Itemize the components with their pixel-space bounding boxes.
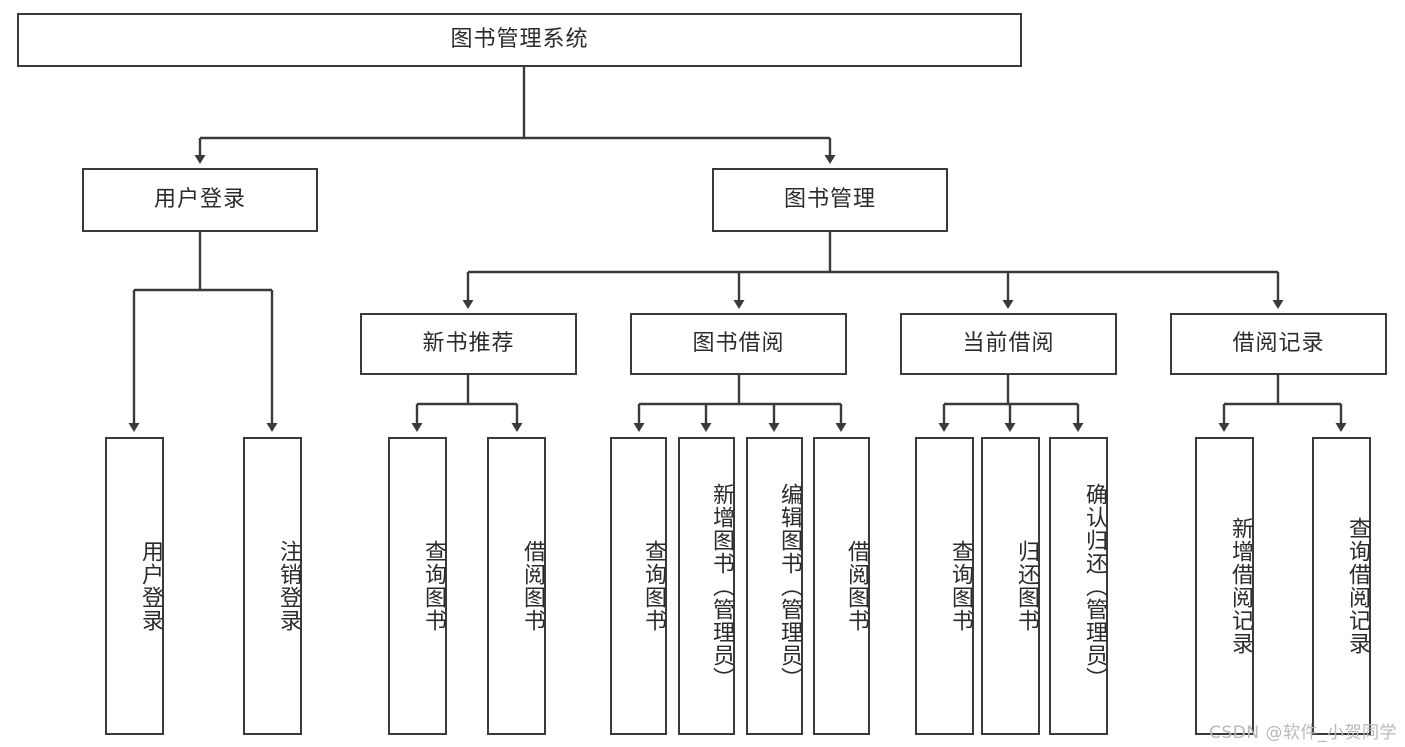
node-book-management-label: 图书管理 [783, 186, 876, 212]
node-new-book-recommend-label: 新书推荐 [422, 330, 515, 356]
node-current-borrow[interactable]: 当前借阅 [900, 313, 1117, 375]
node-borrow-record[interactable]: 借阅记录 [1170, 313, 1387, 375]
node-leaf-logout[interactable]: 注销登录 [243, 437, 302, 735]
node-book-borrow[interactable]: 图书借阅 [630, 313, 847, 375]
node-root-label: 图书管理系统 [450, 26, 589, 52]
node-leaf-return-book-label: 归还图书 [1014, 540, 1039, 632]
node-leaf-add-book-label: 新增图书（管理员） [709, 482, 734, 690]
node-leaf-borrow-book-rec-label: 借阅图书 [520, 540, 545, 632]
watermark: CSDN @软件_小贺同学 [1209, 723, 1397, 743]
node-leaf-query-record-label: 查询借阅记录 [1345, 517, 1370, 655]
node-root[interactable]: 图书管理系统 [17, 13, 1022, 67]
node-user-login-label: 用户登录 [153, 186, 246, 212]
node-leaf-logout-label: 注销登录 [276, 540, 301, 632]
node-leaf-confirm-return[interactable]: 确认归还（管理员） [1049, 437, 1108, 735]
node-leaf-add-record[interactable]: 新增借阅记录 [1195, 437, 1254, 735]
node-leaf-query-book-current[interactable]: 查询图书 [915, 437, 974, 735]
node-leaf-edit-book[interactable]: 编辑图书（管理员） [746, 437, 803, 735]
node-leaf-query-book-current-label: 查询图书 [948, 540, 973, 632]
node-current-borrow-label: 当前借阅 [962, 330, 1055, 356]
node-leaf-borrow-book[interactable]: 借阅图书 [813, 437, 870, 735]
node-leaf-borrow-book-rec[interactable]: 借阅图书 [487, 437, 546, 735]
node-leaf-user-login-label: 用户登录 [138, 540, 163, 632]
node-user-login[interactable]: 用户登录 [82, 168, 318, 232]
node-leaf-query-record[interactable]: 查询借阅记录 [1312, 437, 1371, 735]
node-leaf-user-login[interactable]: 用户登录 [105, 437, 164, 735]
node-book-borrow-label: 图书借阅 [692, 330, 785, 356]
node-leaf-query-book-borrow[interactable]: 查询图书 [610, 437, 667, 735]
node-leaf-query-book-rec-label: 查询图书 [421, 540, 446, 632]
node-borrow-record-label: 借阅记录 [1232, 330, 1325, 356]
node-leaf-query-book-borrow-label: 查询图书 [641, 540, 666, 632]
node-leaf-query-book-rec[interactable]: 查询图书 [388, 437, 447, 735]
node-leaf-confirm-return-label: 确认归还（管理员） [1082, 482, 1107, 690]
node-new-book-recommend[interactable]: 新书推荐 [360, 313, 577, 375]
node-book-management[interactable]: 图书管理 [712, 168, 948, 232]
node-leaf-borrow-book-label: 借阅图书 [844, 540, 869, 632]
node-leaf-return-book[interactable]: 归还图书 [981, 437, 1040, 735]
node-leaf-edit-book-label: 编辑图书（管理员） [777, 482, 802, 690]
node-leaf-add-book[interactable]: 新增图书（管理员） [678, 437, 735, 735]
node-leaf-add-record-label: 新增借阅记录 [1228, 517, 1253, 655]
